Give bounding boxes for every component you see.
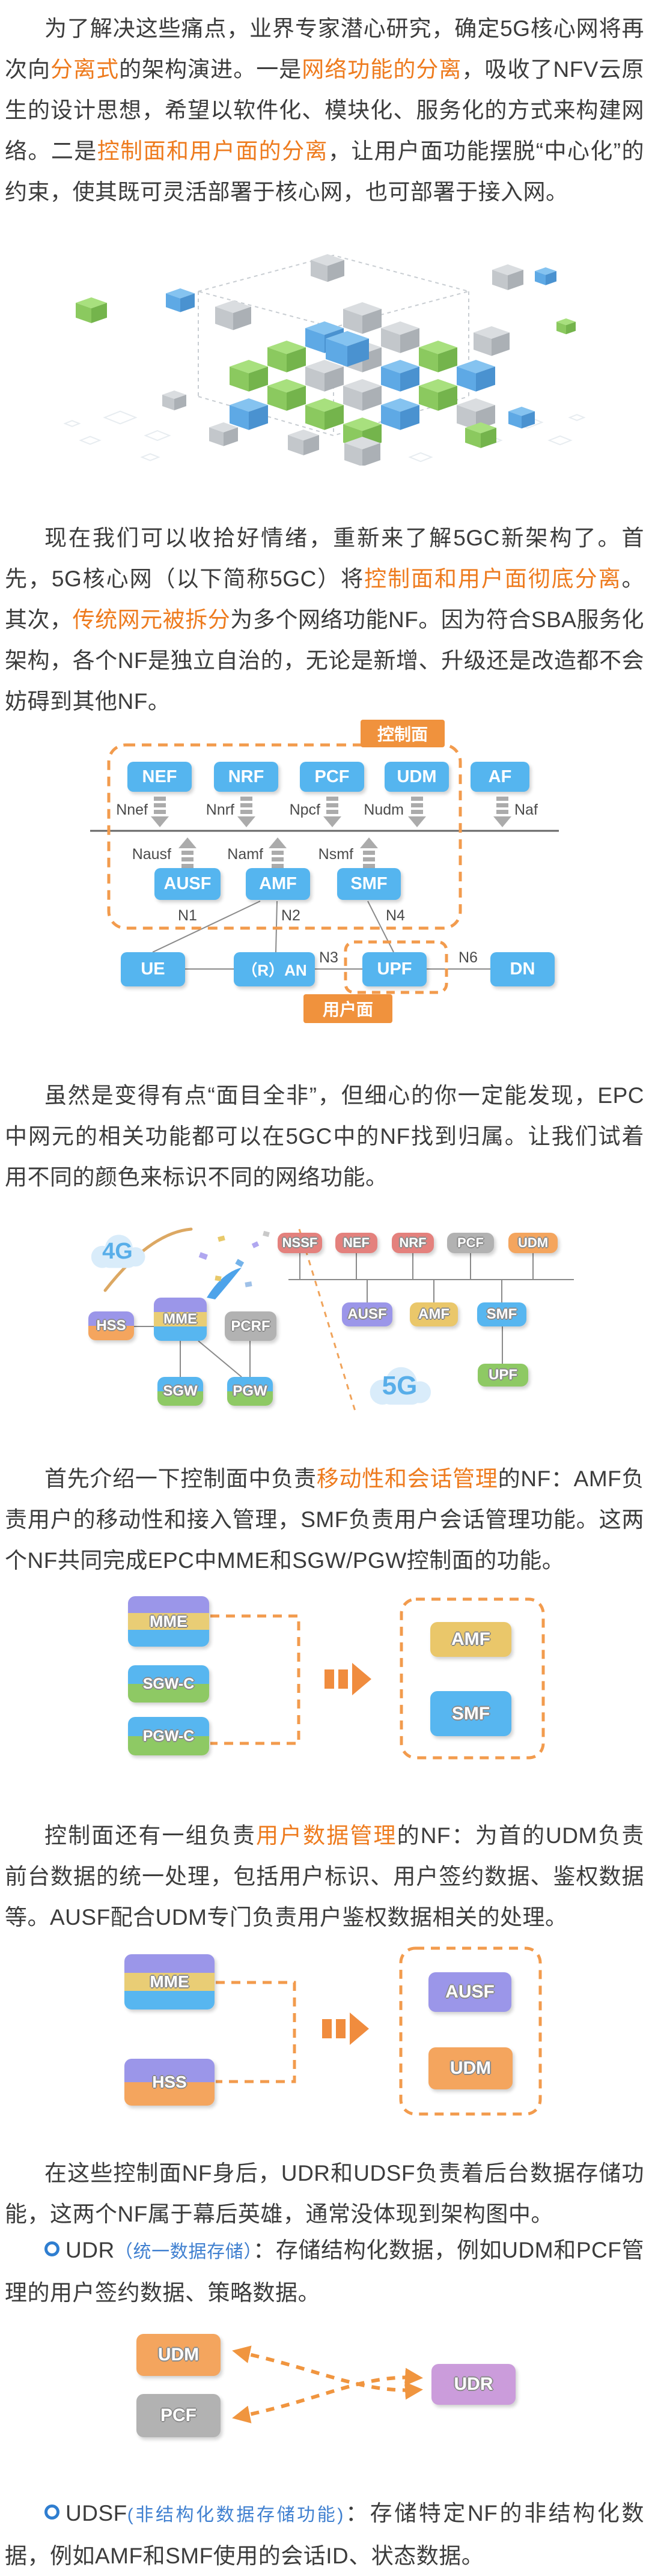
down-arrow-icon [237,797,255,827]
bullet-circle-icon [44,2505,59,2520]
node-pcf-5g: PCF [447,1233,494,1253]
node-sgw-4g: SGW [157,1377,203,1406]
node-ausf: AUSF [154,868,221,900]
user-plane-label: 用户面 [303,994,392,1023]
cloud-icon [91,1235,145,1268]
node-smf: SMF [337,868,401,900]
node-udm: UDM [385,762,449,792]
node-udm: UDM [428,2047,513,2089]
svc-label-naf: Naf [514,801,538,818]
node-amf: AMF [430,1622,511,1657]
svc-label-namf: Namf [227,846,263,863]
node-pgwc-label: PGW-C [142,1727,195,1745]
paragraph-1: 为了解决这些痛点，业界专家潜心研究，确定5G核心网将再次向分离式的架构演进。一是… [5,16,645,204]
interface-n2: N2 [281,907,300,924]
cloud-5g: 5G [358,1362,442,1409]
node-ausf-5g: AUSF [342,1302,392,1326]
node-amf: AMF [246,868,310,900]
cloud-4g: 4G [83,1230,152,1272]
node-nssf-5g: NSSF [278,1233,322,1253]
node-mme-label: MME [150,1612,187,1630]
node-ausf: AUSF [428,1972,511,2012]
node-hss-4g: HSS [88,1311,134,1340]
node-af: AF [471,762,529,792]
node-sgwc-label: SGW-C [142,1675,195,1692]
interface-n3: N3 [319,949,338,966]
node-mme-4g: MME [154,1298,207,1341]
node-udm-5g: UDM [508,1233,558,1253]
node-dn: DN [490,952,555,986]
up-arrow-icon [269,837,287,868]
confetti-bits [198,1230,270,1287]
node-smf-5g: SMF [477,1302,526,1326]
paragraph-5: 控制面还有一组负责用户数据管理的NF：为首的UDM负责前台数据的统一处理，包括用… [5,1823,645,1930]
cubes-illustration [63,254,586,466]
node-mme-4g-label: MME [163,1311,197,1327]
paragraph-6: 在这些控制面NF身后，UDR和UDSF负责着后台数据存储功能，这两个NF属于幕后… [5,2161,644,2226]
bullet-circle-icon [44,2241,59,2256]
node-udr: UDR [431,2364,516,2405]
down-arrow-icon [493,797,511,827]
paragraph-4: 首先介绍一下控制面中负责移动性和会话管理的NF：AMF负责用户的移动性和接入管理… [5,1466,644,1573]
node-smf: SMF [430,1691,511,1736]
node-nrf: NRF [214,762,278,792]
svc-label-nsmf: Nsmf [318,846,353,863]
node-pcf-store: PCF [136,2394,221,2437]
interface-n1: N1 [178,907,197,924]
node-nef-5g: NEF [335,1233,377,1253]
node-pcf: PCF [300,762,364,792]
node-hss-label: HSS [152,2073,187,2091]
interface-n6: N6 [459,949,478,966]
up-arrow-icon [360,837,378,868]
node-hss: HSS [124,2059,215,2106]
svc-label-nausf: Nausf [132,846,171,863]
node-ue: UE [121,952,185,986]
cloud-4g-text: 4G [102,1238,133,1264]
control-plane-label: 控制面 [361,720,445,747]
udsf-bullet-paragraph: UDSF(非结构化数据存储功能)：存储特定NF的非结构化数据，例如AMF和SMF… [5,2501,644,2568]
svc-label-nnrf: Nnrf [206,801,234,818]
node-pgwc: PGW-C [128,1717,209,1755]
svc-label-nudm: Nudm [364,801,404,818]
up-arrow-icon [178,837,197,868]
node-ran: （R）AN [234,952,315,986]
node-mme-2: MME [124,1954,215,2009]
node-upf: UPF [362,952,427,986]
cloud-5g-text: 5G [382,1371,418,1400]
transform-arrow-icon [324,1663,371,1695]
paragraph-2: 现在我们可以收拾好情绪，重新来了解5GC新架构了。首先，5G核心网（以下简称5G… [5,526,645,714]
node-pcrf-4g: PCRF [225,1311,276,1341]
down-arrow-icon [408,797,426,827]
node-upf-5g: UPF [478,1364,528,1387]
node-sgw-4g-label: SGW [163,1383,198,1399]
node-mme-2-label: MME [150,1972,189,1991]
node-amf-5g: AMF [410,1302,458,1326]
node-sgwc: SGW-C [128,1665,209,1703]
diagram-udr-lines [232,2345,423,2423]
transform-arrow-icon [322,2012,369,2045]
paragraph-3: 虽然是变得有点“面目全非”，但细心的你一定能发现，EPC中网元的相关功能都可以在… [5,1083,644,1189]
node-udm-store: UDM [136,2334,221,2376]
cloud-icon [370,1367,431,1405]
node-pgw-4g: PGW [227,1377,273,1406]
interface-n4: N4 [386,907,405,924]
svc-label-nnef: Nnef [116,801,148,818]
svc-label-npcf: Npcf [289,801,320,818]
down-arrow-icon [323,797,341,827]
node-nrf-5g: NRF [392,1233,434,1253]
udr-bullet-paragraph: UDR（统一数据存储）：存储结构化数据，例如UDM和PCF管理的用户签约数据、策… [5,2238,645,2305]
node-hss-4g-label: HSS [96,1317,126,1334]
node-pgw-4g-label: PGW [233,1383,267,1399]
node-nef: NEF [127,762,192,792]
node-mme: MME [128,1596,209,1647]
down-arrow-icon [151,797,169,827]
